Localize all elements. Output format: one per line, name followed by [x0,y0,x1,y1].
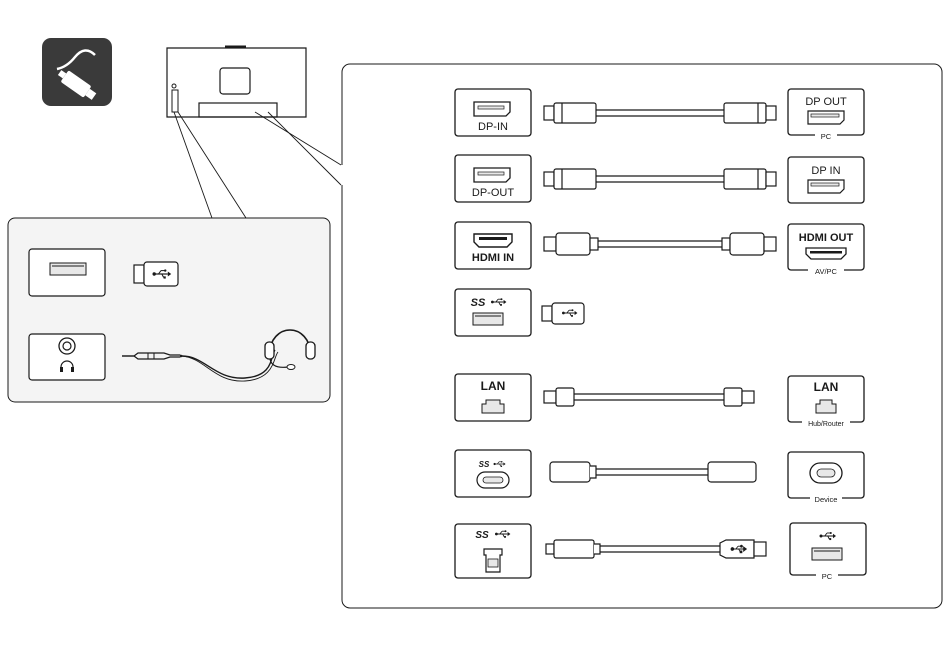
usb-ss-label: SS [471,297,486,309]
usb-pc-device-sub: PC [822,572,833,581]
usb-c-device-sub: Device [815,495,838,504]
row-dp-out: DP-OUT DP IN [455,155,864,203]
headphone-port [29,334,105,380]
hdmi-cable [544,233,776,255]
lan-hub-device: LAN Hub/Router [788,376,864,428]
usb-b-cable [546,540,766,558]
cable-connection-icon [42,38,112,106]
lan-device-label: LAN [814,380,839,394]
dp-out-label: DP-OUT [472,187,514,199]
usb-icon [134,262,178,286]
row-usb-b: SS PC [455,523,866,581]
dp-out-cable [544,169,776,189]
dp-out-device: DP OUT PC [788,89,864,141]
lan-label: LAN [481,379,506,393]
usb-c-cable [550,462,756,482]
dp-cable [544,103,776,123]
row-hdmi: HDMI IN HDMI OUT AV/PC [455,222,864,276]
lan-port: LAN [455,374,531,421]
usb-c-ss-label: SS [479,460,490,469]
dp-in-port: DP-IN [455,89,531,136]
hdmi-in-port: HDMI IN [455,222,531,269]
usb-a-port [29,249,105,296]
dp-in-device: DP IN [788,157,864,203]
dp-in-device-label: DP IN [811,165,840,177]
callout-lines [174,112,341,218]
row-dp-in: DP-IN DP OUT PC [455,89,864,141]
row-usb-c: SS Device [455,450,864,504]
dp-in-label: DP-IN [478,121,508,133]
usb-ss-port: SS [455,289,531,336]
dp-out-port: DP-OUT [455,155,531,202]
usb-pc-device: PC [790,523,866,581]
usb-plug [542,303,584,324]
usb-b-ss-label: SS [475,530,489,541]
lan-device-sub: Hub/Router [808,421,844,428]
hdmi-out-device-label: HDMI OUT [799,232,854,244]
usb-b-port: SS [455,524,531,578]
monitor-back [167,47,306,117]
hdmi-out-device: HDMI OUT AV/PC [788,224,864,276]
usb-c-device: Device [788,452,864,504]
lan-cable [544,388,754,406]
hdmi-out-device-sub: AV/PC [815,267,838,276]
dp-out-device-label: DP OUT [805,96,847,108]
side-port-panel [8,218,330,402]
usb-c-port: SS [455,450,531,497]
row-lan: LAN LAN Hub/Router [455,374,864,428]
dp-out-device-sub: PC [821,132,832,141]
row-usb-ss: SS [455,289,584,336]
hdmi-in-label: HDMI IN [472,252,514,264]
